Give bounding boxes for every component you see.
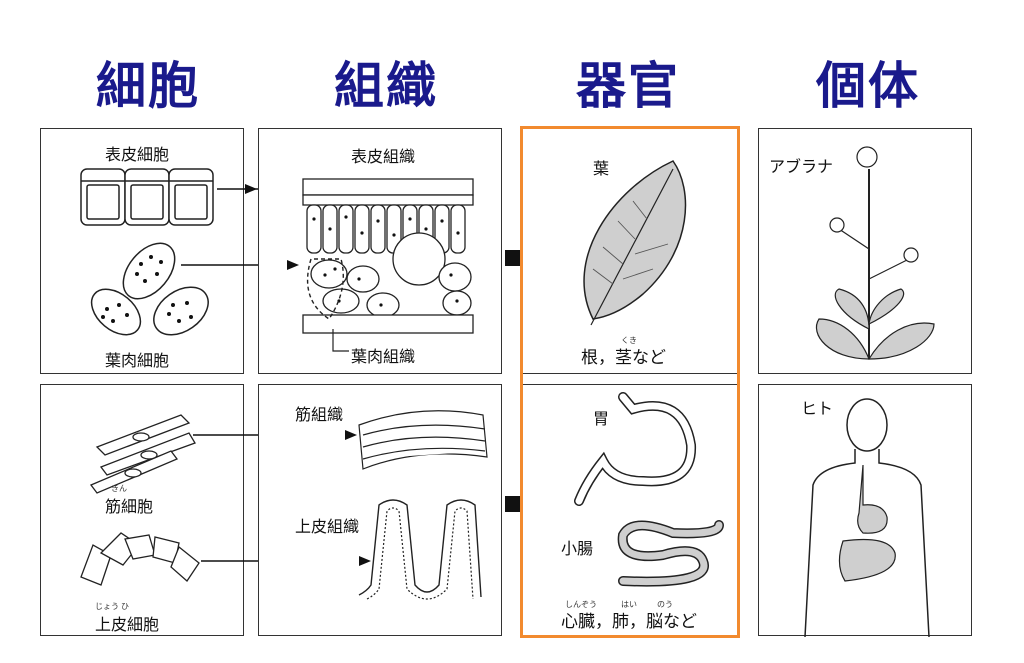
ruby-heart: しんぞう [565, 600, 597, 609]
panel-animal-tissues: 筋組織 上皮組織 [258, 384, 502, 636]
label-mesophyll-tissue: 葉肉組織 [351, 347, 416, 366]
plant-tissue-illustration [245, 178, 474, 352]
chloroplast-dots [101, 255, 193, 323]
label-human: ヒト [801, 399, 834, 418]
digestive-organs [838, 464, 896, 582]
header-organ: 器官 [576, 57, 680, 115]
label-mesophyll-cell: 葉肉細胞 [105, 351, 170, 370]
mesophyll-tissue-outline [306, 258, 344, 320]
flower-clusters [829, 146, 919, 263]
epidermal-cells-drawing [80, 168, 214, 226]
tissue-dots [312, 215, 460, 307]
label-muscle-tissue: 筋組織 [295, 405, 344, 424]
leaf-blade [583, 160, 687, 320]
ruby-stem: くき [621, 336, 637, 345]
label-leaf: 葉 [593, 159, 610, 178]
label-stomach: 胃 [593, 409, 610, 428]
leaf-vein [590, 168, 674, 326]
label-rapeseed: アブラナ [769, 157, 834, 176]
tissue-layers [302, 178, 474, 334]
label-epithelial-tissue: 上皮組織 [295, 517, 360, 536]
epithelial-cells-drawing [80, 532, 200, 586]
epithelial-tissue-drawing [358, 499, 482, 598]
ruby-muscle: きん [111, 484, 127, 493]
animal-organs-illustration [574, 392, 724, 587]
rapeseed-leaves [815, 288, 935, 360]
arrow-heads-row1 [245, 184, 299, 270]
label-heart-lung-brain: 心臓，肺，脳など [561, 612, 697, 632]
ruby-lung: はい [621, 600, 637, 609]
muscle-tissue-drawing [358, 410, 488, 470]
ruby-epithelial-2: ひ [121, 602, 129, 611]
panel-plant-individual: アブラナ [758, 128, 972, 374]
label-small-intestine: 小腸 [561, 539, 594, 558]
ruby-brain: のう [657, 600, 673, 609]
animal-tissue-illustration [345, 410, 488, 600]
panel-animal-organ: 胃 小腸 しんぞう はい のう 心臓，肺，脳など [522, 384, 738, 636]
label-epidermal-cell: 表皮細胞 [105, 145, 170, 164]
ruby-epithelial-1: じょう [95, 602, 119, 611]
muscle-cells-drawing [89, 414, 196, 494]
header-individual: 個体 [816, 57, 920, 115]
human-body-illustration [804, 398, 930, 638]
panel-animal-cells: きん 筋細胞 じょう ひ 上皮細胞 [40, 384, 357, 636]
label-epidermal-tissue: 表皮組織 [351, 147, 416, 166]
human-outline [804, 398, 930, 638]
leaf-illustration [583, 160, 687, 326]
mesophyll-cells-drawing [90, 242, 209, 336]
label-muscle-cell: 筋細胞 [105, 497, 154, 516]
label-epithelial-cell: 上皮細胞 [95, 615, 160, 634]
panel-plant-organ: 葉 くき 根，茎など [522, 128, 738, 374]
rapeseed-illustration [815, 146, 935, 360]
panel-plant-tissues: 表皮組織 [245, 128, 502, 374]
panel-human-individual: ヒト [758, 384, 972, 638]
arrow-heads-row2 [345, 430, 371, 566]
header-cell: 細胞 [96, 57, 200, 115]
panel-plant-cells: 表皮細胞 葉肉細胞 [40, 128, 285, 374]
header-tissue: 組織 [334, 57, 438, 115]
label-root-stem: 根，茎など [581, 348, 666, 368]
